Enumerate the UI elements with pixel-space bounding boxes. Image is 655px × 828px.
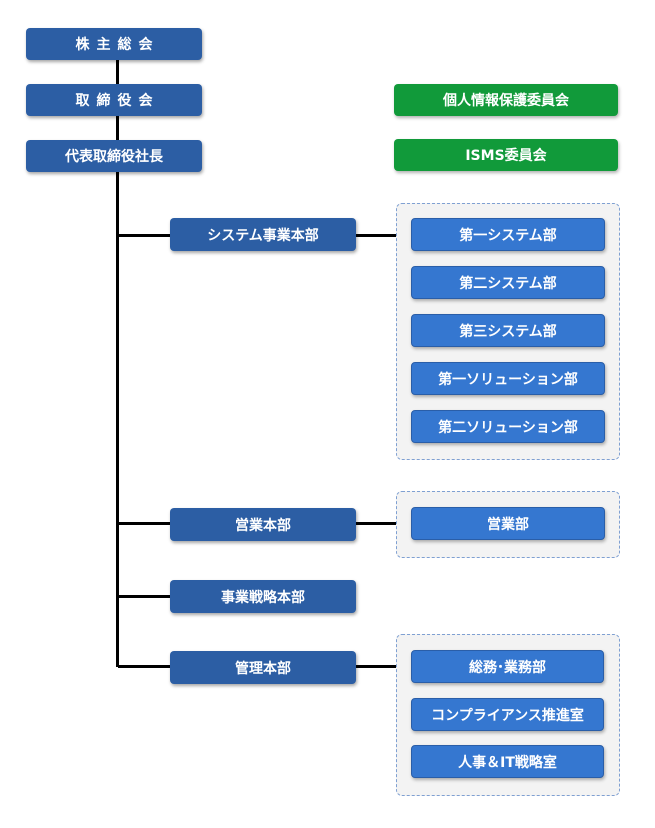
department-box: 第一ソリューション部 [411, 362, 605, 395]
strategy-division-box: 事業戦略本部 [170, 580, 356, 613]
admin-division-box: 管理本部 [170, 651, 356, 684]
connector-admin-division [118, 665, 170, 668]
department-box: 第二ソリューション部 [411, 410, 605, 443]
board-of-directors-box: 取締役会 [26, 84, 202, 116]
privacy-committee-box: 個人情報保護委員会 [394, 84, 618, 116]
system-division-box: システム事業本部 [170, 218, 356, 251]
department-box: 営業部 [411, 507, 605, 540]
president-box: 代表取締役社長 [26, 140, 202, 172]
isms-committee-box: ISMS委員会 [394, 139, 618, 171]
connector-admin-departments [355, 665, 397, 668]
department-box: 第二システム部 [411, 266, 605, 299]
department-box: 人事＆IT戦略室 [411, 745, 604, 778]
connector-system-departments [355, 234, 397, 237]
connector-main-trunk [116, 58, 119, 667]
connector-sales-division [118, 522, 170, 525]
department-box: コンプライアンス推進室 [411, 698, 604, 731]
department-box: 総務･業務部 [411, 650, 604, 683]
sales-division-box: 営業本部 [170, 508, 356, 541]
department-box: 第三システム部 [411, 314, 605, 347]
shareholders-meeting-box: 株主総会 [26, 28, 202, 60]
connector-system-division [118, 234, 170, 237]
connector-strategy-division [118, 595, 170, 598]
connector-sales-departments [355, 522, 397, 525]
department-box: 第一システム部 [411, 218, 605, 251]
